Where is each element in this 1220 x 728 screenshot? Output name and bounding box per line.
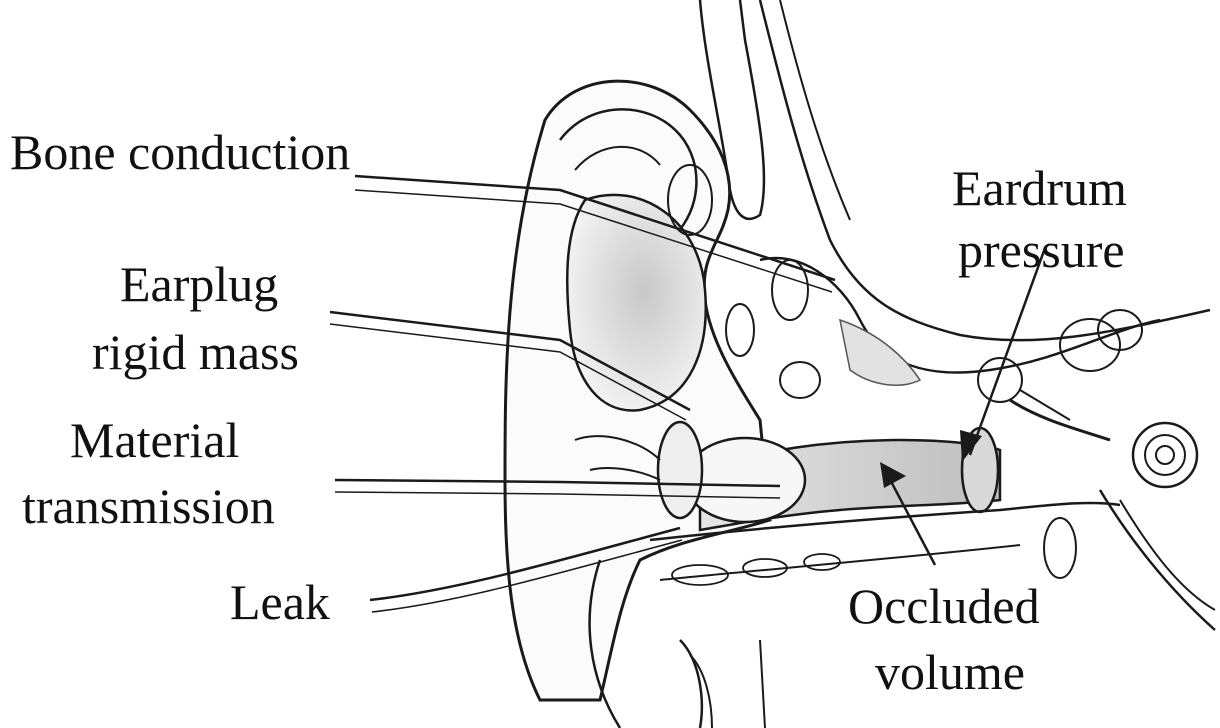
label-earplug-line1: Earplug [120, 256, 278, 312]
label-bone-conduction: Bone conduction [10, 124, 350, 180]
label-leak: Leak [230, 574, 330, 630]
label-eardrum-line2: pressure [958, 222, 1125, 278]
cochlea-shape [1133, 423, 1197, 487]
label-occluded-line2: volume [875, 644, 1025, 700]
label-occluded-line1: Occluded [848, 578, 1040, 634]
label-material-line1: Material [70, 412, 239, 468]
label-eardrum-line1: Eardrum [952, 160, 1127, 216]
label-material-line2: transmission [22, 478, 275, 534]
earplug-shape [685, 438, 805, 522]
pointer-eardrum [970, 248, 1045, 455]
label-earplug-line2: rigid mass [92, 324, 299, 380]
